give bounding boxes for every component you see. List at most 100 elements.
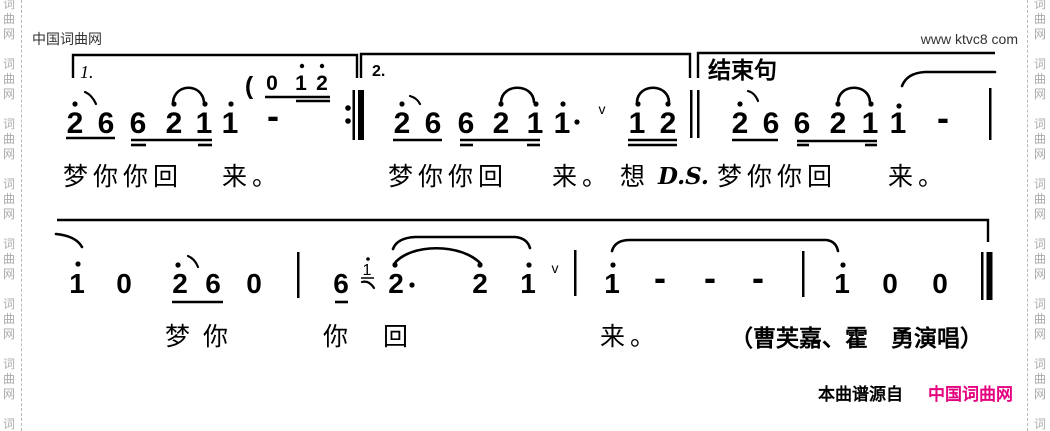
ending-bracket bbox=[696, 51, 995, 78]
note: 6 bbox=[458, 107, 475, 140]
watermark-right: 词曲网 bbox=[1034, 0, 1047, 41]
note: 1 bbox=[520, 268, 536, 299]
watermark-left: 词曲网 bbox=[3, 0, 16, 41]
note: 6 bbox=[130, 107, 147, 140]
source-site-name: 中国词曲网 bbox=[928, 384, 1013, 404]
repeat-dot bbox=[345, 105, 351, 111]
barline-thin bbox=[690, 90, 693, 138]
slur bbox=[499, 86, 536, 104]
note: 6 bbox=[425, 107, 442, 140]
slur bbox=[392, 247, 483, 266]
right-dashed-border bbox=[1027, 0, 1028, 431]
note: 6 bbox=[333, 268, 349, 299]
ending-bracket-continuation bbox=[57, 218, 990, 242]
note: 0 bbox=[116, 268, 132, 299]
note: 1 bbox=[222, 107, 239, 140]
note: 1 bbox=[69, 268, 85, 299]
volta-2-label: 2. bbox=[372, 63, 385, 80]
measure: 1 0 2 6 0 bbox=[69, 254, 262, 304]
hold-dash: - bbox=[654, 257, 666, 298]
barline-thick bbox=[358, 90, 364, 140]
note: 1 bbox=[890, 107, 907, 140]
watermark-right: 词曲网 bbox=[1034, 57, 1047, 101]
note: 1 bbox=[295, 72, 307, 95]
octave-dot bbox=[399, 101, 405, 107]
octave-dot bbox=[498, 101, 504, 107]
hold-dash: - bbox=[704, 257, 716, 298]
portamento-mark bbox=[408, 94, 422, 106]
portamento-mark bbox=[83, 90, 98, 106]
octave-dot bbox=[75, 261, 81, 267]
grace-note: 1 bbox=[363, 262, 372, 279]
watermark-left: 词曲网 bbox=[3, 117, 16, 161]
volta-1-label: 1. bbox=[80, 62, 94, 82]
octave-dot bbox=[896, 103, 902, 109]
octave-dot bbox=[835, 101, 841, 107]
note: 6 bbox=[794, 107, 811, 140]
header-site-name: 中国词曲网 bbox=[32, 31, 102, 47]
volta-1: 1. 2 6 6 2 1 1 - ( bbox=[66, 53, 364, 147]
measure: 1 0 0 bbox=[834, 262, 948, 299]
lyrics-line-1: 梦你你回 来。 梦你你回 来。 想 D.S. 梦你你回 来。 bbox=[63, 162, 943, 191]
note: 0 bbox=[882, 268, 898, 299]
slur bbox=[836, 86, 872, 104]
note: 1 bbox=[196, 107, 213, 140]
watermark-right: 词曲网 bbox=[1034, 117, 1047, 161]
octave-dot bbox=[72, 101, 78, 107]
note: 2 bbox=[472, 268, 488, 299]
octave-dot bbox=[366, 257, 370, 261]
note: 0 bbox=[932, 268, 948, 299]
final-barline bbox=[981, 252, 993, 300]
tie bbox=[610, 238, 840, 253]
lyric: 你 bbox=[323, 322, 353, 351]
portamento-mark bbox=[186, 254, 200, 269]
octave-dot bbox=[840, 262, 846, 268]
interlude: ( 0 1 2 bbox=[245, 63, 330, 103]
breath-mark: v bbox=[552, 260, 559, 276]
note: 2 bbox=[67, 107, 84, 140]
performer-credit: （曹芙嘉、霍 勇演唱） bbox=[730, 325, 983, 351]
barline bbox=[989, 88, 992, 140]
note: 6 bbox=[205, 268, 221, 299]
lyric: 来。 bbox=[600, 322, 660, 351]
slur bbox=[171, 86, 206, 104]
note: 2 bbox=[493, 107, 510, 140]
note: 2 bbox=[316, 72, 328, 95]
note: 1 bbox=[834, 268, 850, 299]
barline bbox=[574, 250, 577, 296]
ending-label: 结束句 bbox=[708, 57, 777, 83]
lyric: 来。 bbox=[222, 162, 282, 191]
measure: 6 1 2 2 1 v bbox=[333, 235, 559, 304]
ending-phrase: 结束句 2 6 6 2 1 1 - bbox=[696, 51, 997, 147]
note: 2 bbox=[830, 107, 847, 140]
hold-dash: - bbox=[937, 97, 949, 138]
watermark-left: 词曲网 bbox=[3, 297, 16, 341]
watermark-left: 词曲网 bbox=[3, 417, 16, 431]
score-line-2: 1 0 2 6 0 6 1 2 bbox=[54, 218, 993, 351]
note: 2 bbox=[388, 268, 404, 299]
lyric: 来。 bbox=[552, 162, 612, 191]
octave-dot bbox=[737, 101, 743, 107]
watermark-right: 词曲网 bbox=[1034, 357, 1047, 401]
hold-dash: - bbox=[752, 257, 764, 298]
volta-1-bracket bbox=[71, 53, 359, 78]
dal-segno-mark: D.S. bbox=[657, 163, 709, 190]
lyric: 回 bbox=[383, 322, 413, 351]
watermark-left: 词曲网 bbox=[3, 357, 16, 401]
watermark-right: 词曲网 bbox=[1034, 177, 1047, 221]
octave-dot bbox=[299, 63, 305, 69]
header-site-url: www ktvc8 com bbox=[920, 31, 1018, 47]
interlude-open-paren: ( bbox=[245, 72, 254, 100]
hold-dash: - bbox=[267, 95, 279, 136]
note: 2 bbox=[172, 268, 188, 299]
breath-mark: v bbox=[599, 101, 606, 117]
note: 2 bbox=[732, 107, 749, 140]
note: 6 bbox=[763, 107, 780, 140]
phrase-slur bbox=[391, 235, 532, 251]
note: 1 bbox=[527, 107, 544, 140]
octave-dot bbox=[175, 262, 181, 268]
watermark-left: 词曲网 bbox=[3, 237, 16, 281]
note: 6 bbox=[98, 107, 115, 140]
lyric: 梦你你回 bbox=[63, 162, 183, 191]
